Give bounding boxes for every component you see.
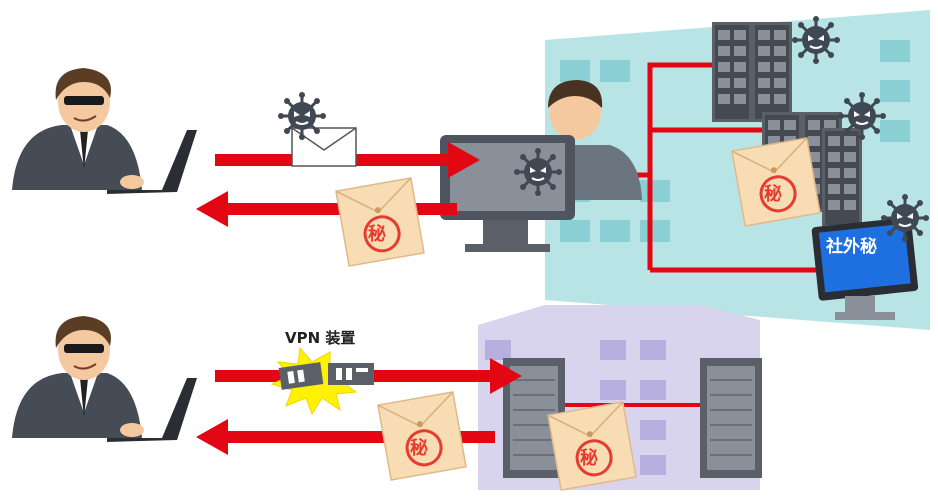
- monitor-icon: [811, 217, 919, 320]
- vpn-device-label: VPN 装置: [285, 329, 356, 347]
- secret-mark: 秘: [410, 437, 428, 459]
- hacker-icon: [11, 67, 198, 195]
- hacker-icon: [11, 315, 198, 443]
- server-rack-icon: [503, 358, 762, 478]
- secret-mark: 秘: [368, 223, 386, 245]
- secret-mark: 秘: [764, 183, 782, 205]
- secret-mark: 秘: [580, 447, 598, 469]
- monitor-confidential-label: 社外秘: [826, 237, 877, 257]
- vpn-device-icon: [278, 362, 374, 390]
